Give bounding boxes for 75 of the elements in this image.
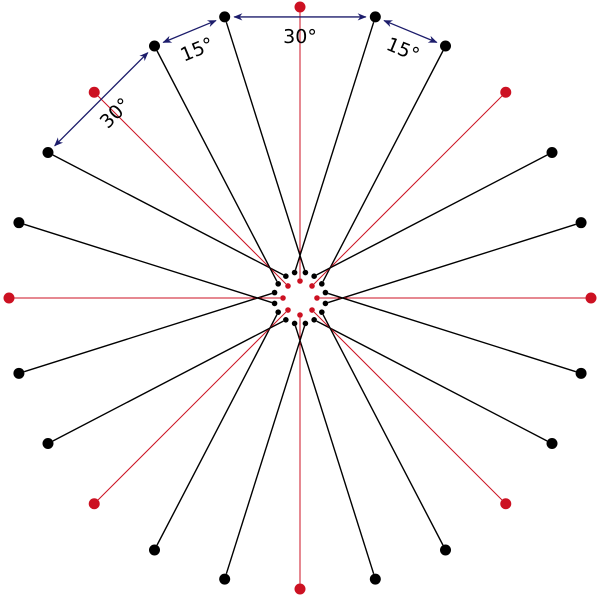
dot <box>88 498 100 510</box>
line <box>322 314 444 546</box>
dot <box>13 368 24 379</box>
dot <box>88 86 100 98</box>
dot <box>311 273 317 279</box>
line <box>156 314 278 546</box>
line <box>314 96 502 284</box>
dot <box>275 309 281 315</box>
dot <box>314 295 320 301</box>
dot <box>272 290 278 296</box>
line <box>98 96 286 284</box>
line <box>52 154 284 276</box>
line <box>316 320 548 442</box>
dot <box>322 300 328 306</box>
dot <box>42 147 54 158</box>
dot <box>42 438 54 449</box>
dot <box>283 317 289 323</box>
line <box>316 154 548 276</box>
double-arrow <box>233 13 367 21</box>
dot <box>311 317 317 323</box>
dot <box>370 11 381 22</box>
dot <box>309 283 315 289</box>
dot <box>4 292 14 304</box>
dot <box>370 574 381 585</box>
double-arrow <box>54 52 148 146</box>
double-arrow <box>383 20 438 43</box>
edge-label: 15° <box>383 33 423 66</box>
dot <box>440 40 451 52</box>
edge-label: 30° <box>96 94 136 134</box>
dot <box>586 292 596 304</box>
line <box>226 22 306 270</box>
line <box>156 50 278 282</box>
dot <box>283 273 289 279</box>
dot <box>219 11 230 22</box>
line <box>314 312 502 500</box>
dot <box>272 300 278 306</box>
dot <box>13 217 24 228</box>
dot <box>219 574 230 585</box>
double-arrow <box>162 20 217 43</box>
dot <box>275 281 281 287</box>
line <box>24 292 272 372</box>
dot <box>297 312 303 318</box>
dot <box>149 40 160 52</box>
dot <box>302 320 308 326</box>
line <box>328 292 576 372</box>
dot <box>546 438 558 449</box>
dot <box>500 86 512 98</box>
dot <box>500 498 512 510</box>
dot <box>576 368 587 379</box>
dot <box>302 270 308 276</box>
line <box>24 224 272 304</box>
dot <box>280 295 286 301</box>
line <box>294 326 374 574</box>
line <box>226 326 306 574</box>
dot <box>149 544 160 556</box>
dot <box>319 309 325 315</box>
dot <box>309 307 315 313</box>
dot <box>440 544 451 556</box>
dot <box>294 584 306 594</box>
line <box>98 312 286 500</box>
line <box>52 320 284 442</box>
line <box>294 22 374 270</box>
dot <box>292 270 298 276</box>
dot <box>322 290 328 296</box>
dot <box>297 278 303 284</box>
dot <box>285 283 291 289</box>
dot <box>292 320 298 326</box>
dot <box>546 147 558 158</box>
edge-label: 15° <box>177 33 217 66</box>
dot <box>285 307 291 313</box>
dot <box>319 281 325 287</box>
line <box>322 50 444 282</box>
dot <box>576 217 587 228</box>
dot <box>294 2 306 12</box>
line <box>328 224 576 304</box>
